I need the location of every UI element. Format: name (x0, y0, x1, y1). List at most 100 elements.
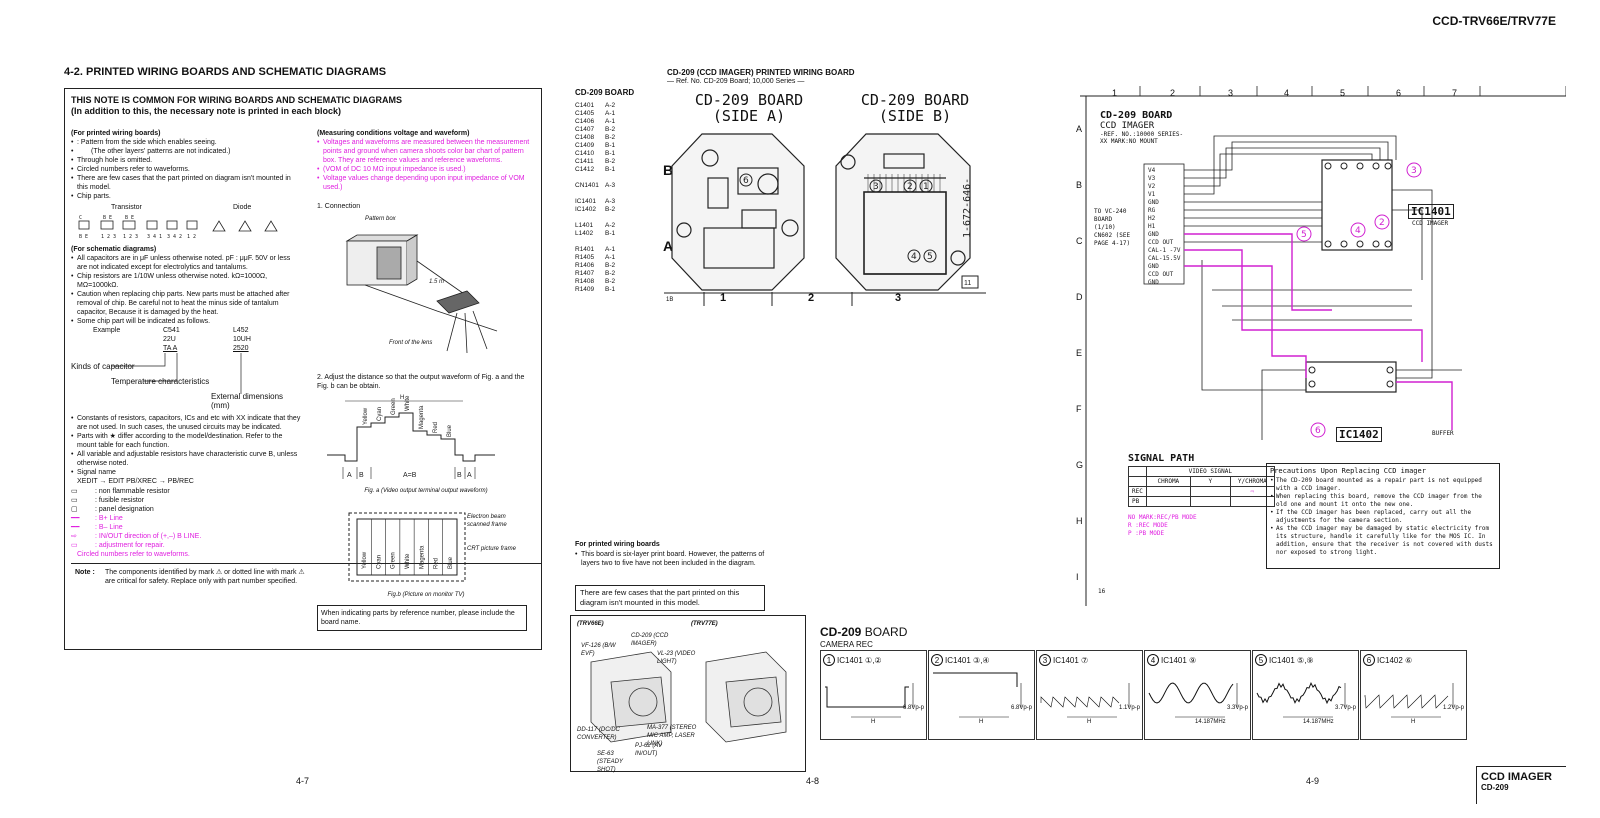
step-1: 1. Connection (317, 203, 361, 210)
precaution-list: The CD-209 board mounted as a repair par… (1270, 477, 1496, 557)
part-location: A-1 (605, 254, 616, 261)
pwb-list-row: R1406 B-2 (575, 262, 645, 270)
part-ref: C1401 (575, 102, 595, 109)
waveform-number: 2 (931, 654, 943, 666)
step-2: 2. Adjust the distance so that the outpu… (317, 374, 525, 390)
sch-row-d: D (1076, 292, 1083, 302)
side-b-title: CD-209 BOARD (SIDE B) (850, 92, 980, 124)
pwb-corner: 1B (666, 297, 674, 303)
svg-text:4: 4 (1355, 226, 1361, 236)
part-location: B-1 (605, 230, 616, 237)
crt-frame (356, 518, 458, 576)
part-ref: CN1401 (575, 182, 599, 189)
waveform-amplitude: 1.1Vp-p (1118, 705, 1140, 711)
monitor-bar-label: Green (391, 552, 397, 569)
pwb-title: CD-209 (CCD IMAGER) PRINTED WIRING BOARD (667, 68, 855, 77)
svg-text:3: 3 (873, 182, 879, 192)
loc-label-vl23: VL-23 (VIDEO LIGHT) (657, 651, 696, 665)
ic1402-sub: BUFFER (1432, 430, 1454, 437)
waveform-period: H (1087, 719, 1092, 725)
list-item: Caution when replacing chip parts. New p… (71, 290, 301, 317)
pwb-list-row (575, 190, 645, 198)
part-location: A-2 (605, 222, 616, 229)
loc-label-cd209: CD-209 (CCD IMAGER) (631, 633, 669, 647)
part-ref (575, 190, 605, 198)
waveform-line (825, 686, 909, 708)
waveform-trace (1148, 682, 1238, 718)
list-item: Constants of resistors, capacitors, ICs … (71, 414, 301, 432)
note-text: The components identified by mark ⚠ or d… (105, 569, 305, 585)
sch-row-a: A (1076, 124, 1083, 134)
measure-list: Voltages and waveforms are measured betw… (317, 138, 535, 192)
monitor-bar-label: Red (434, 558, 440, 569)
list-item: There are few cases that the part printe… (71, 174, 301, 192)
color-bar-label: Green (391, 398, 397, 415)
part-ref: C1409 (575, 142, 595, 149)
side-a-title-2: (SIDE A) (712, 107, 786, 125)
waveform-amplitude: 6.8Vp-p (902, 705, 924, 711)
footer-label-1: CCD IMAGER (1481, 771, 1552, 783)
part-ref: C1412 (575, 166, 595, 173)
monitor-bar-label: White (405, 553, 411, 569)
connector-pin-label: V1 (1148, 191, 1156, 198)
camera-location-drawing (590, 651, 787, 743)
waveform-period: 14.187MHz (1303, 719, 1334, 725)
list-item: The CD-209 board mounted as a repair par… (1270, 477, 1496, 493)
list-item: Chip parts. (71, 192, 301, 201)
waveform-label: IC1401 ⑤,⑨ (1269, 656, 1314, 665)
scanned-frame (348, 512, 466, 582)
a-label: A (347, 472, 352, 479)
mode-legend: NO MARK:REC/PB MODE R :REC MODE P :PB MO… (1128, 514, 1197, 538)
connection-figure: Pattern box 1.5 m Front of the lens (317, 211, 535, 361)
pwb-drawing: 6 3 2 1 4 5 1-672-646- 11 (671, 133, 979, 291)
part-ref: R1406 (575, 262, 595, 269)
example-l2: 10UH (233, 336, 251, 343)
list-item: When replacing this board, remove the CC… (1270, 493, 1496, 509)
list-item: (The other layers' patterns are not indi… (71, 147, 301, 156)
b-label: B (359, 472, 364, 479)
sch-title-4: XX MARK:NO MOUNT (1100, 138, 1158, 145)
precaution-title: Precautions Upon Replacing CCD imager (1270, 467, 1426, 475)
side-b-title-2: (SIDE B) (878, 107, 952, 125)
note-col-left: (For printed wiring boards) : Pattern fr… (71, 129, 541, 597)
part-ref: R1401 (575, 246, 595, 253)
part-location: B-2 (605, 262, 616, 269)
sch-row-h: H (1076, 516, 1083, 526)
part-ref: C1407 (575, 126, 595, 133)
pwb-title: (For printed wiring boards) (71, 130, 161, 137)
legend-item: ▭: non flammable resistor (71, 488, 170, 495)
part-ref: C1411 (575, 158, 594, 165)
pwb-bottom-title: For printed wiring boards (575, 541, 660, 548)
section-title: 4-2. PRINTED WIRING BOARDS AND SCHEMATIC… (64, 66, 387, 78)
chip-example: Example C541 22U TA A L452 10UH 2520 Kin… (71, 326, 301, 414)
part-location: B-1 (605, 150, 616, 157)
svg-text:B E: B E (79, 234, 88, 240)
part-ref: C1406 (575, 118, 595, 125)
note-col-right: (Measuring conditions voltage and wavefo… (317, 129, 535, 631)
list-item: All variable and adjustable resistors ha… (71, 450, 301, 468)
monitor-bar-label: Cyan (376, 555, 382, 569)
part-location: B-1 (605, 142, 616, 149)
footer-label-2: CD-209 (1481, 783, 1509, 792)
pwb-list-row (575, 174, 645, 182)
part-ref: IC1401 (575, 198, 596, 205)
part-ref: C1410 (575, 150, 595, 157)
list-item: Voltage values change depending upon inp… (317, 174, 535, 192)
part-ref: C1405 (575, 110, 595, 117)
connector-pin-label: CAL-1 -7V (1148, 247, 1181, 254)
waveform-line (933, 672, 1018, 687)
waveform-amplitude: 1.2Vp-p (1442, 705, 1464, 711)
svg-text:2: 2 (1379, 218, 1385, 228)
connector-pin-label: H1 (1148, 223, 1156, 230)
waveform-line (1040, 696, 1120, 708)
